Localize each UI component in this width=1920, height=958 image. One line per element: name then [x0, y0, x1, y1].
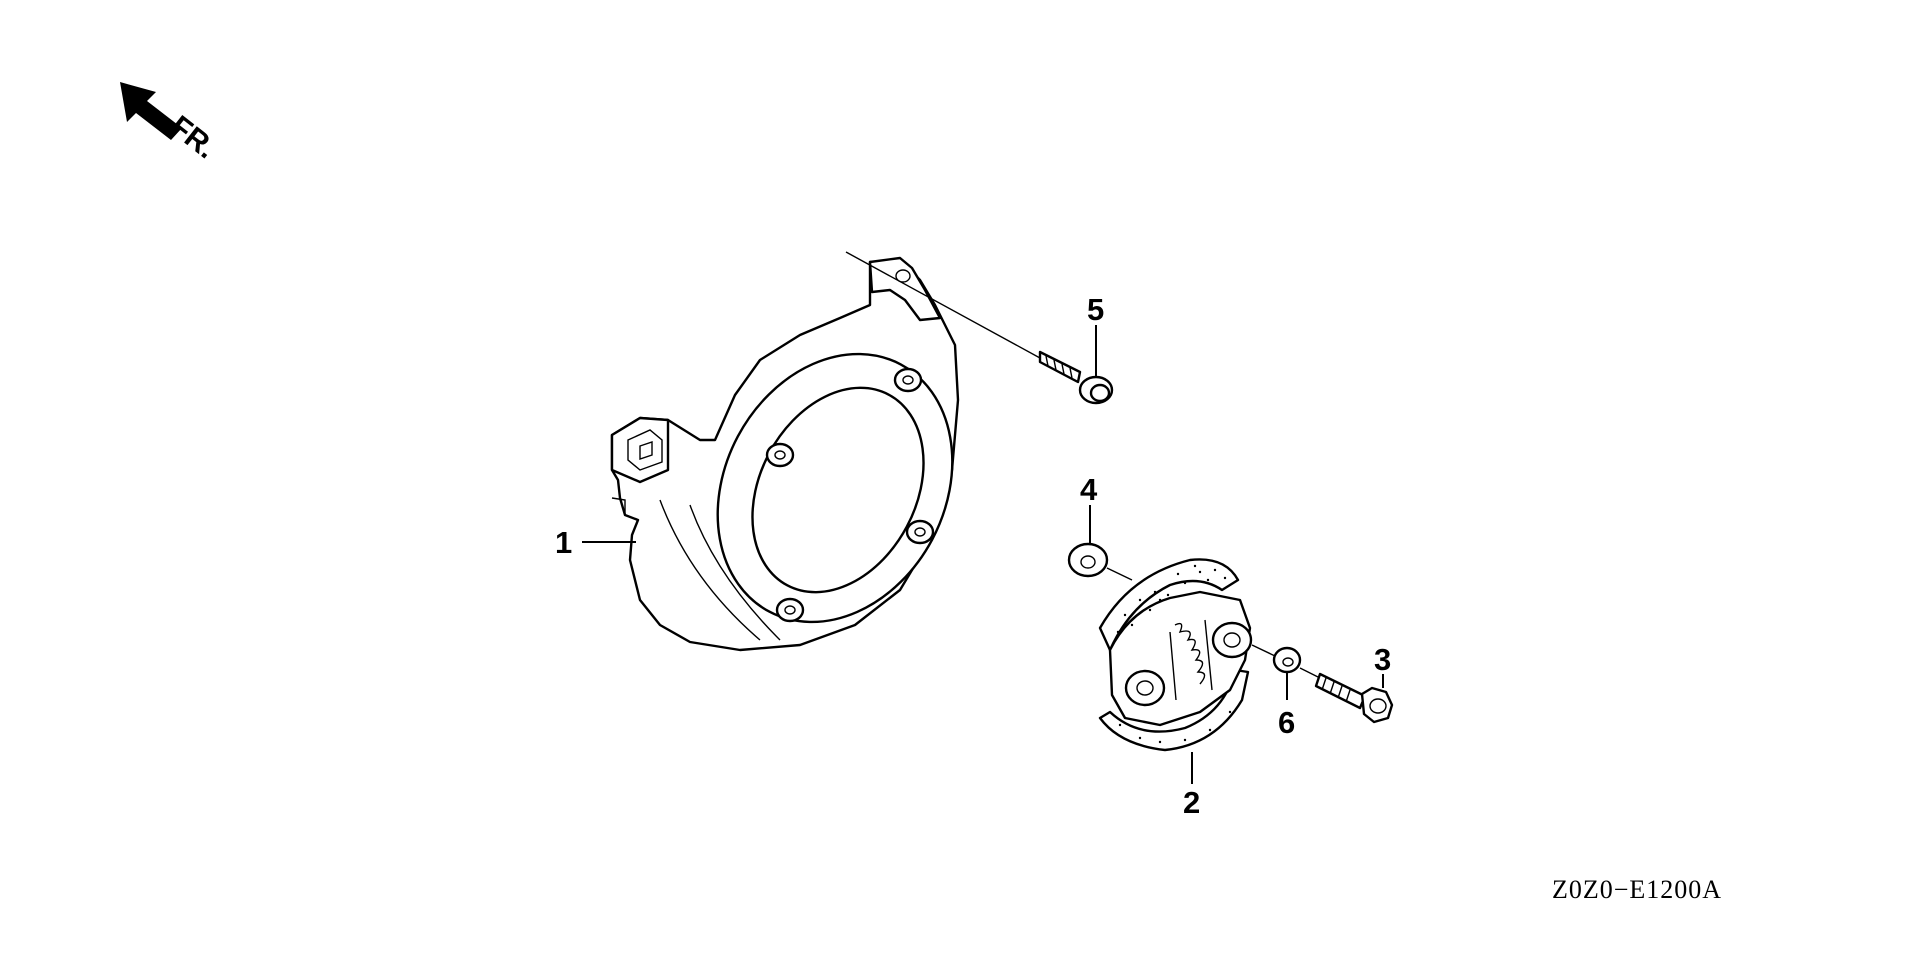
- small-washer-center-line: [1251, 644, 1276, 657]
- drawing-code: Z0Z0−E1200A: [1552, 875, 1722, 904]
- direction-label: FR.: [164, 110, 222, 166]
- washer-center-line: [1106, 567, 1133, 581]
- callout-5: 5: [1087, 292, 1104, 327]
- friction-lining-texture: [1116, 564, 1232, 744]
- housing-mount-hole: [893, 367, 923, 393]
- bolt3-center-line: [1299, 667, 1321, 679]
- housing-mount-hole: [775, 597, 805, 623]
- callout-1: 1: [555, 525, 572, 560]
- housing-mount-hole: [765, 442, 795, 468]
- bolt-center-line: [845, 251, 1041, 359]
- callout-2: 2: [1183, 785, 1200, 820]
- callout-3: 3: [1374, 642, 1391, 677]
- washer-part[interactable]: [1067, 542, 1109, 578]
- small-washer-part[interactable]: [1272, 646, 1302, 674]
- clutch-weight-part[interactable]: [1098, 558, 1253, 752]
- callout-leaders: [582, 325, 1384, 784]
- flange-bolt-part[interactable]: [1038, 350, 1114, 405]
- housing-mount-hole: [905, 519, 935, 545]
- clutch-housing-part[interactable]: [610, 256, 998, 663]
- front-arrow-icon: [120, 82, 182, 140]
- callout-6: 6: [1278, 705, 1295, 740]
- callout-4: 4: [1080, 472, 1098, 507]
- clutch-bolt-part[interactable]: [1314, 672, 1394, 724]
